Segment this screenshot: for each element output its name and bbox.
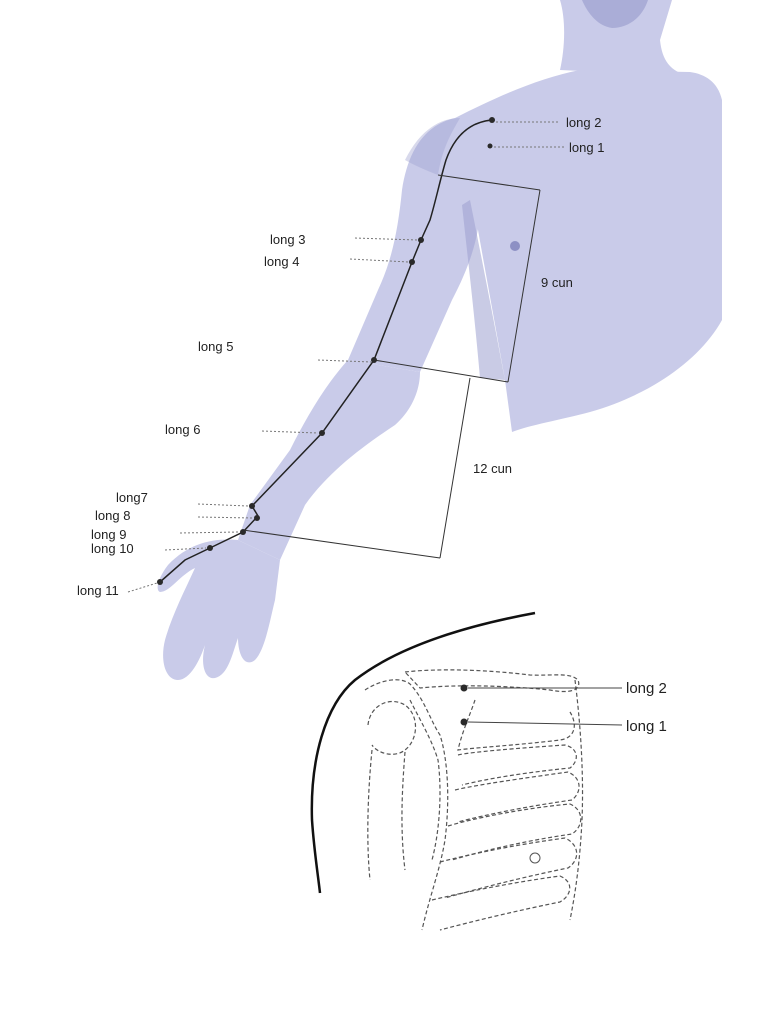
skeleton-figure [310,611,623,931]
point-long-10 [207,545,213,551]
label-9-cun: 9 cun [541,275,573,290]
point-long-11 [157,579,163,585]
point-long-1-skeleton [460,718,468,726]
measurement-bracket-lower [242,377,471,559]
hand-shape [157,539,280,680]
measurement-bracket-upper [373,174,541,383]
point-long-9 [240,529,246,535]
scapula-inner [409,699,441,861]
label-long-1: long 1 [569,140,604,155]
shoulder-contour [310,611,536,894]
rib-4 [447,803,582,861]
body-figure [157,0,722,680]
first-rib [457,699,575,751]
shoulder-shadow [405,118,460,175]
point-long-2 [489,117,495,123]
rib-3 [454,771,580,823]
nipple-mark [510,241,520,251]
label-long-3: long 3 [270,232,305,247]
label-12-cun: 12 cun [473,461,512,476]
label-long-1-skeleton: long 1 [626,718,667,735]
neck-shape [560,0,690,76]
rib-2 [457,744,577,786]
label-long-2: long 2 [566,115,601,130]
label-long-6: long 6 [165,422,200,437]
humerus-shaft [367,749,373,881]
point-long-4 [409,259,415,265]
label-long-4: long 4 [264,254,299,269]
sternum [569,679,584,921]
leader-long-1-skeleton [467,721,623,726]
chin-shadow [582,0,648,28]
leader-lines [127,121,565,593]
label-long-9: long 9 [91,527,126,542]
point-long-3 [418,237,424,243]
rib-6 [431,875,571,931]
point-long-2-skeleton [460,684,468,692]
armpit-shadow [462,200,505,380]
label-long-8: long 8 [95,508,130,523]
label-long-7: long7 [116,490,148,505]
label-long-2-skeleton: long 2 [626,680,667,697]
humerus-head [367,700,417,755]
torso-shape [455,70,722,432]
forearm-shape [238,360,420,560]
clavicle-bone [403,669,580,693]
label-long-5: long 5 [198,339,233,354]
acupoint-dots [157,117,495,585]
label-long-11: long 11 [77,583,119,598]
upper-arm-shape [348,118,481,372]
point-long-7 [249,503,255,509]
point-long-8 [254,515,260,521]
humerus-shaft-inner [401,751,406,871]
meridian-line [159,119,493,583]
scapula-bone [364,679,449,931]
rib-marker [529,852,541,864]
point-long-6 [319,430,325,436]
point-long-1 [487,143,493,149]
label-long-10: long 10 [91,541,134,556]
rib-5 [439,837,578,899]
point-long-5 [371,357,377,363]
